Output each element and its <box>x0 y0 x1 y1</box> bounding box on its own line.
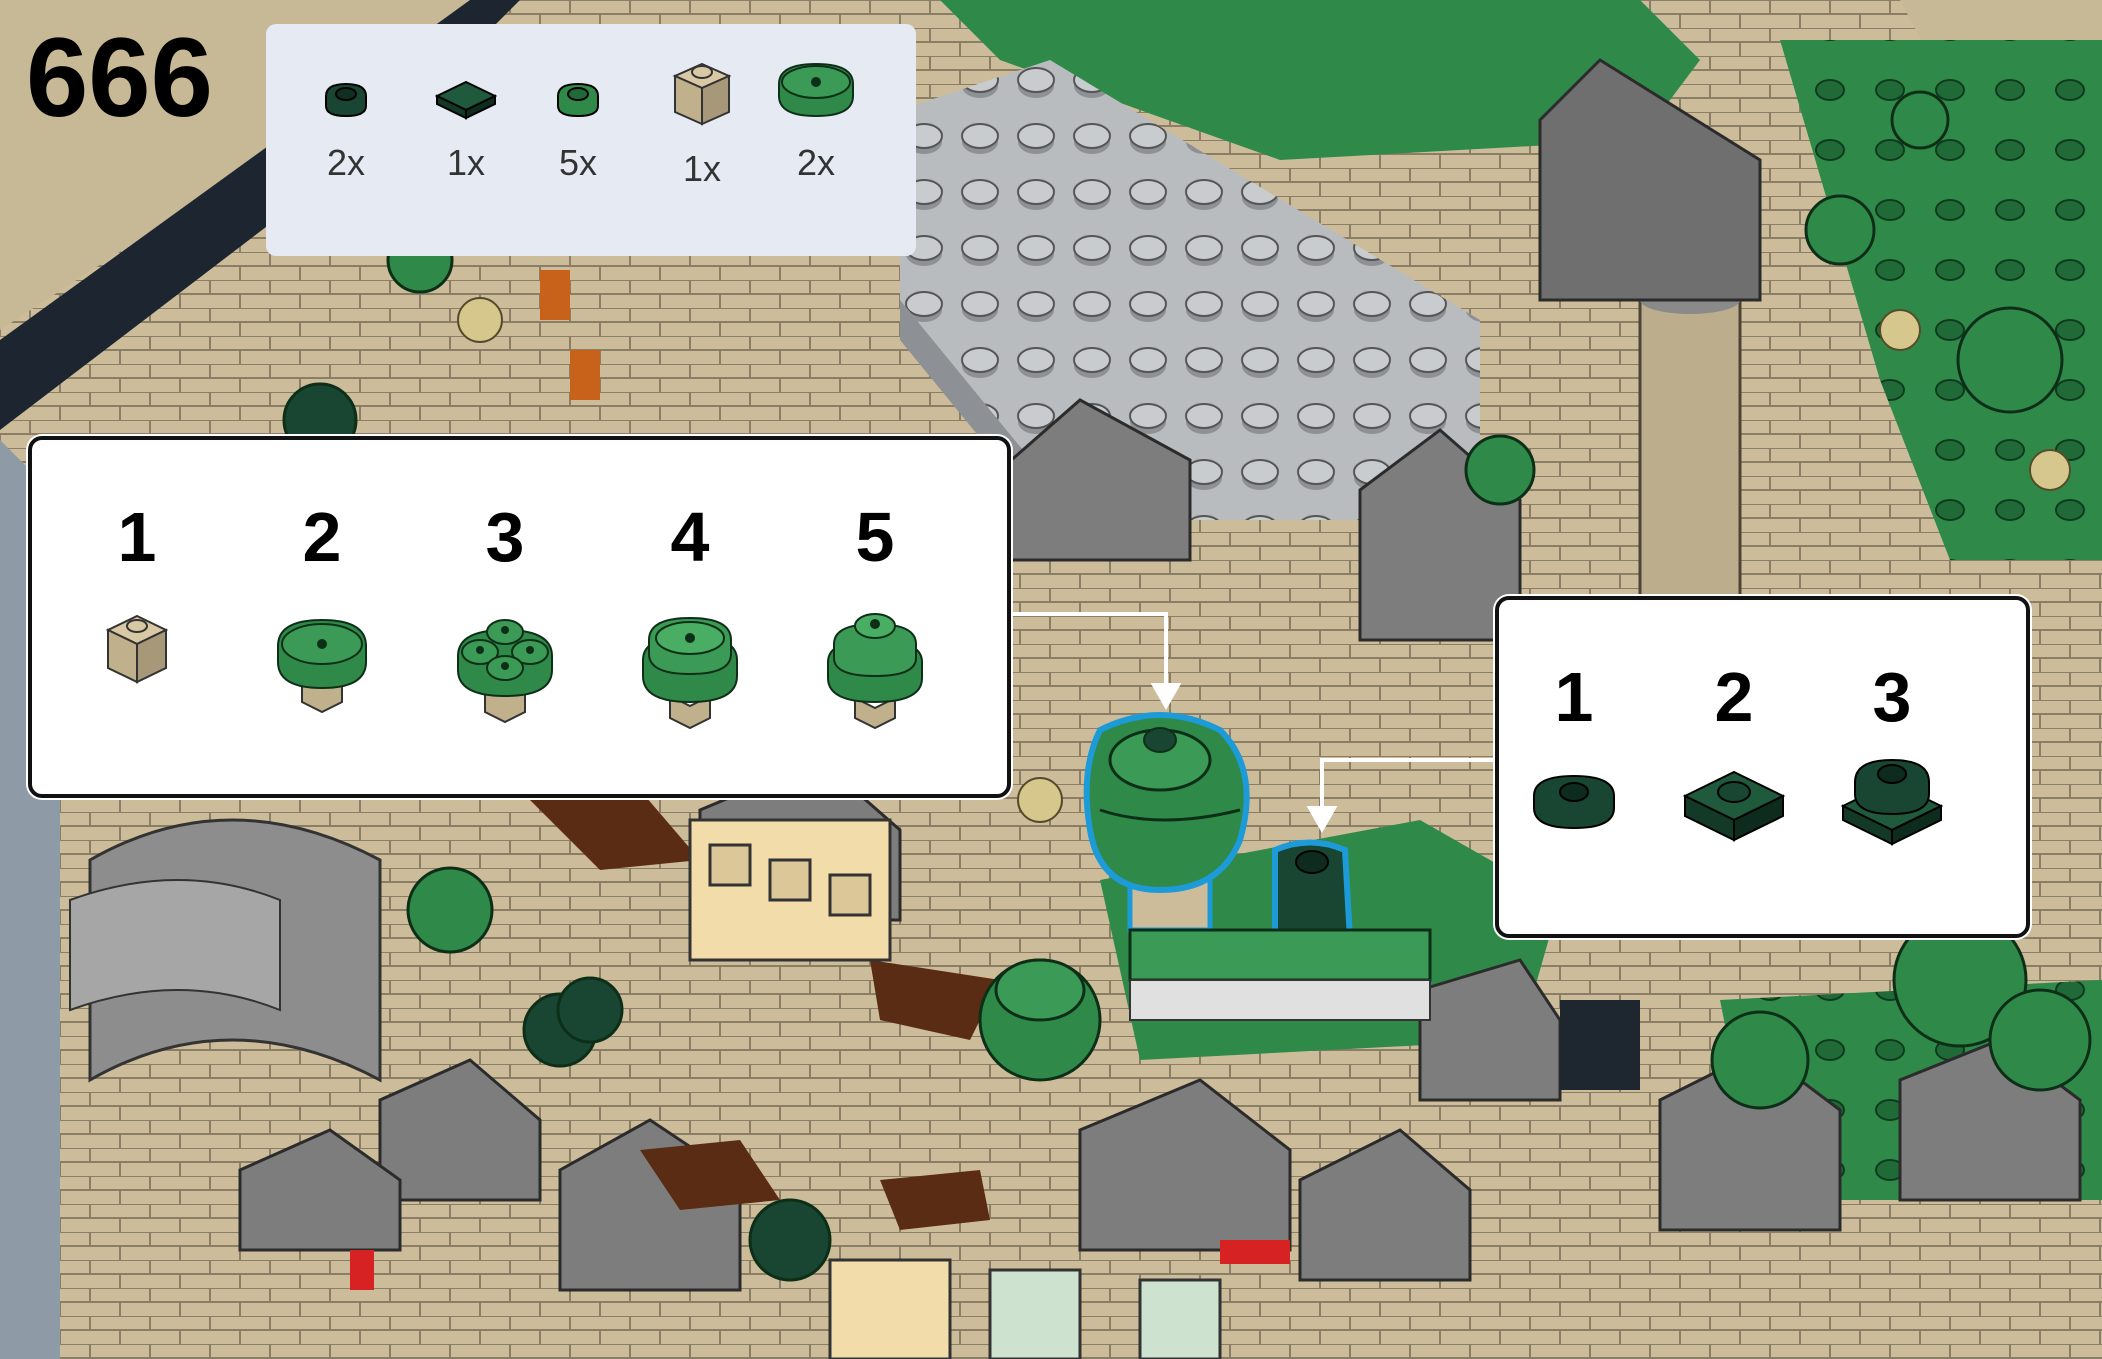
part-item: 2x <box>766 74 866 184</box>
sub-step: 3 <box>1817 662 1967 848</box>
dark-bush-stack-icon <box>1837 752 1947 848</box>
part-quantity: 1x <box>652 148 752 190</box>
tan-1x1-brick-icon <box>667 50 737 130</box>
sub-step-number: 1 <box>62 502 212 572</box>
sub-step-number: 1 <box>1499 662 1649 732</box>
sub-step: 1 <box>1499 662 1649 836</box>
flower-plates-on-round-plate-icon <box>450 606 560 726</box>
bush-sub-assembly-callout: 1 2 3 <box>1495 596 2030 938</box>
dark-green-flower-plate-icon <box>316 74 376 124</box>
part-quantity: 2x <box>296 142 396 184</box>
finished-tree-icon <box>820 606 930 730</box>
sub-step-number: 5 <box>800 502 950 572</box>
sub-step-number: 2 <box>1659 662 1809 732</box>
step-number: 666 <box>26 22 213 134</box>
part-item: 1x <box>416 74 516 184</box>
sub-step-number: 2 <box>247 502 397 572</box>
part-item: 5x <box>528 74 628 184</box>
sub-step: 1 <box>62 502 212 686</box>
sub-step-number: 3 <box>430 502 580 572</box>
green-round-plate-icon <box>771 54 861 124</box>
dark-flower-plate-icon <box>1526 766 1622 836</box>
part-quantity: 1x <box>416 142 516 184</box>
sub-step: 4 <box>615 502 765 730</box>
sub-step: 2 <box>247 502 397 716</box>
part-item: 1x <box>652 74 752 190</box>
part-quantity: 2x <box>766 142 866 184</box>
part-quantity: 5x <box>528 142 628 184</box>
green-flower-plate-icon <box>548 74 608 124</box>
dark-square-plate-icon <box>1679 766 1789 846</box>
part-item: 2x <box>296 74 396 184</box>
sub-step: 5 <box>800 502 950 730</box>
tan-brick-icon <box>102 606 172 686</box>
sub-step-number: 4 <box>615 502 765 572</box>
round-plate-stack-icon <box>635 606 745 730</box>
sub-step-number: 3 <box>1817 662 1967 732</box>
parts-list-panel: 2x 1x 5x 1x 2x <box>266 24 916 256</box>
sub-step: 2 <box>1659 662 1809 846</box>
sub-step: 3 <box>430 502 580 726</box>
tree-sub-assembly-callout: 1 2 3 <box>28 436 1011 798</box>
dark-green-square-plate-icon <box>431 74 501 124</box>
green-round-plate-on-brick-icon <box>272 606 372 716</box>
